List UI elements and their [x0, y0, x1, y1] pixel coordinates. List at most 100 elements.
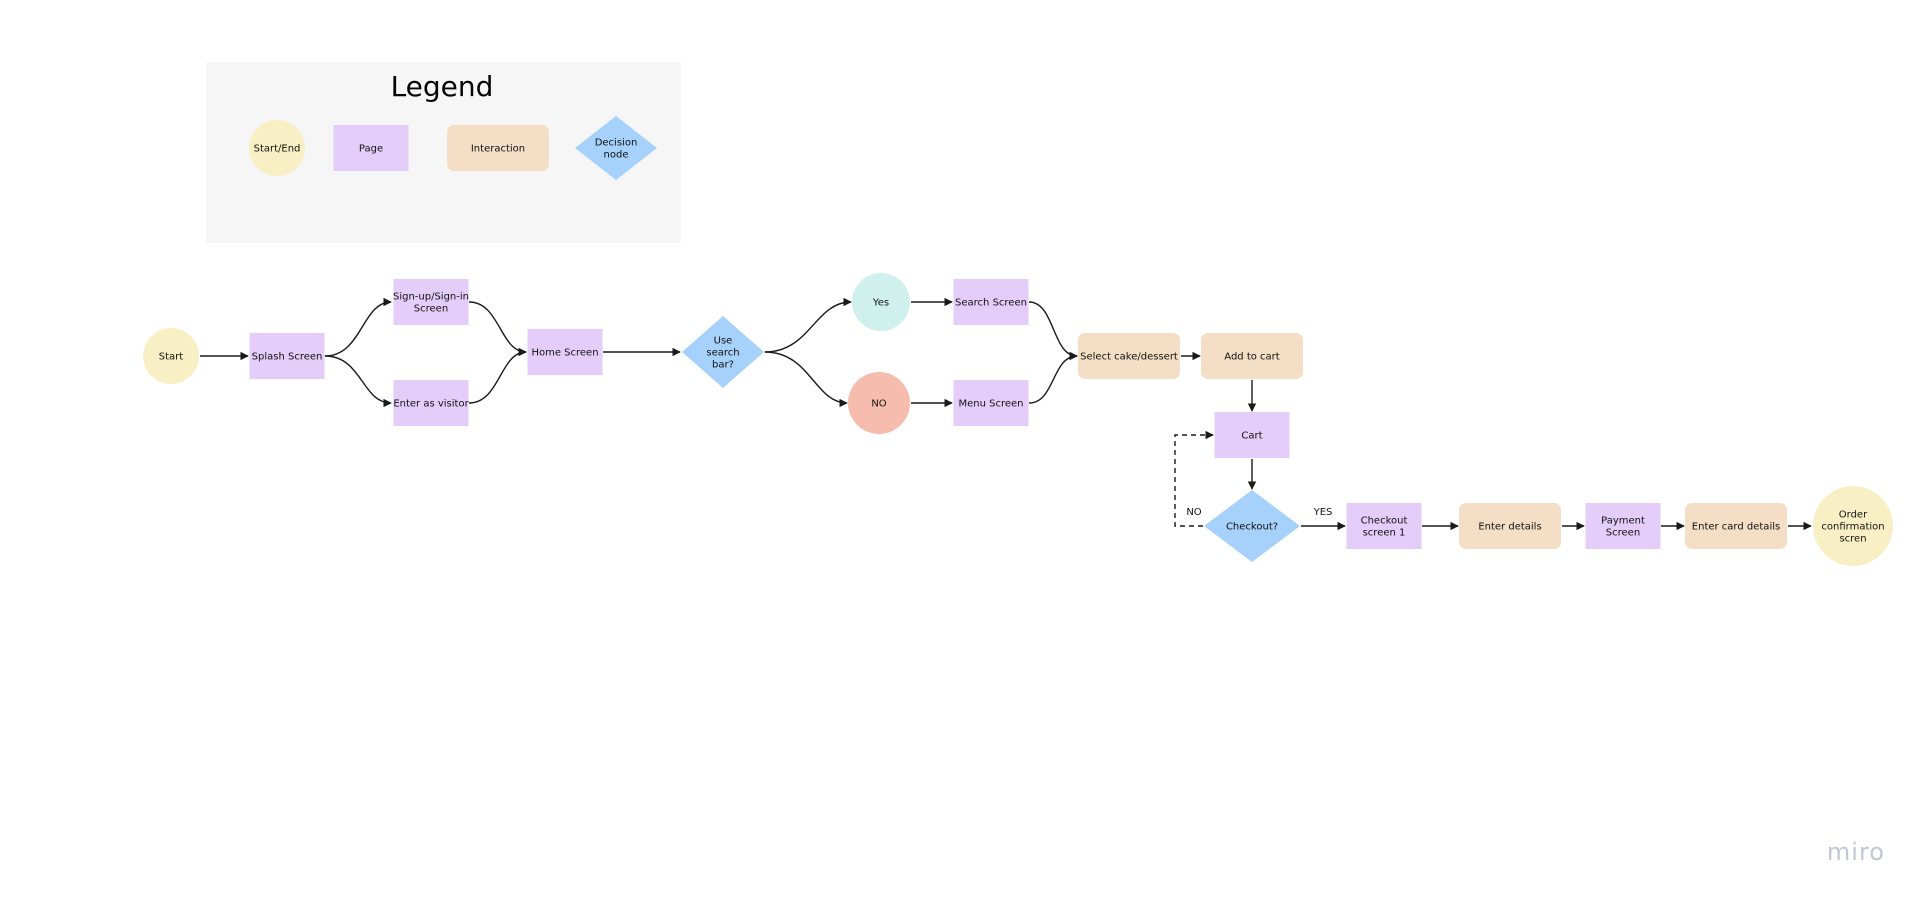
- visitor-label-line: Enter as visitor: [393, 399, 469, 410]
- legend-decision-label-line: node: [604, 150, 629, 161]
- edge-search-screen-select-cake: [1028, 301, 1078, 361]
- select-cake-label-line: Select cake/dessert: [1080, 352, 1178, 363]
- checkout-screen-1-label-line: Checkout: [1361, 516, 1408, 527]
- order-confirmation-label-line: scren: [1839, 534, 1866, 545]
- enter-details-shape[interactable]: [1459, 503, 1561, 549]
- add-to-cart-label-line: Add to cart: [1224, 352, 1279, 363]
- order-confirmation-label-line: confirmation: [1821, 522, 1884, 533]
- payment-screen-shape[interactable]: [1585, 503, 1661, 549]
- legend-start-end-label: Start/End: [254, 144, 301, 155]
- signup-label-line: Screen: [414, 304, 448, 315]
- payment-screen-label-line: Screen: [1606, 528, 1640, 539]
- use-search-label-line: Use: [714, 336, 733, 347]
- select-cake-shape[interactable]: [1078, 333, 1180, 379]
- signup-shape[interactable]: [393, 279, 469, 325]
- yes-label: Yes: [872, 298, 889, 309]
- splash-label: Splash Screen: [252, 352, 323, 363]
- home-label: Home Screen: [531, 348, 598, 359]
- cart-label-line: Cart: [1241, 431, 1262, 442]
- start-label-line: Start: [159, 352, 184, 363]
- legend-decision-label-line: Decision: [595, 138, 638, 149]
- checkout-label: Checkout?: [1226, 522, 1278, 533]
- node-cart[interactable]: Cart: [1214, 412, 1290, 458]
- legend-page-shape: [333, 125, 409, 171]
- legend-interaction-shape: [447, 125, 549, 171]
- node-search-screen[interactable]: Search Screen: [953, 279, 1029, 325]
- use-search-label-line: bar?: [712, 360, 734, 371]
- edge-label-checkout-cart-no: NO: [1186, 507, 1201, 518]
- legend-interaction-label: Interaction: [471, 144, 525, 155]
- add-to-cart-shape[interactable]: [1201, 333, 1303, 379]
- node-splash[interactable]: Splash Screen: [249, 333, 325, 379]
- edge-use-search-no: [764, 351, 848, 408]
- visitor-shape[interactable]: [393, 380, 469, 426]
- select-cake-label: Select cake/dessert: [1080, 352, 1178, 363]
- edge-labels: NO YES: [1186, 507, 1332, 518]
- visitor-label: Enter as visitor: [393, 399, 469, 410]
- legend-start-end-label-line: Start/End: [254, 144, 301, 155]
- menu-screen-shape[interactable]: [953, 380, 1029, 426]
- no-shape[interactable]: [848, 372, 910, 434]
- start-label: Start: [159, 352, 184, 363]
- node-start[interactable]: Start: [143, 328, 199, 384]
- legend-decision-shape: [575, 116, 657, 180]
- checkout-screen-1-shape[interactable]: [1346, 503, 1422, 549]
- search-screen-shape[interactable]: [953, 279, 1029, 325]
- home-shape[interactable]: [527, 329, 603, 375]
- splash-shape[interactable]: [249, 333, 325, 379]
- node-menu-screen[interactable]: Menu Screen: [953, 380, 1029, 426]
- node-yes[interactable]: Yes: [852, 273, 910, 331]
- start-shape[interactable]: [143, 328, 199, 384]
- legend-page-label-line: Page: [359, 144, 383, 155]
- node-enter-details[interactable]: Enter details: [1459, 503, 1561, 549]
- node-home[interactable]: Home Screen: [527, 329, 603, 375]
- legend-title: Legend: [391, 70, 494, 103]
- legend-page-label: Page: [359, 144, 383, 155]
- yes-label-line: Yes: [872, 298, 889, 309]
- enter-card-details-label: Enter card details: [1692, 522, 1780, 533]
- edge-label-checkout-checkout-screen-1: YES: [1313, 507, 1333, 518]
- legend-start-end-shape: [249, 120, 305, 176]
- enter-card-details-shape[interactable]: [1685, 503, 1787, 549]
- no-label: NO: [871, 399, 886, 410]
- no-label-line: NO: [871, 399, 886, 410]
- node-visitor[interactable]: Enter as visitor: [393, 380, 470, 426]
- node-select-cake[interactable]: Select cake/dessert: [1078, 333, 1180, 379]
- edges: [200, 297, 1812, 531]
- node-no[interactable]: NO: [848, 372, 910, 434]
- cart-shape[interactable]: [1214, 412, 1290, 458]
- edge-use-search-yes: [764, 297, 852, 353]
- edge-splash-signup: [324, 297, 392, 357]
- search-screen-label-line: Search Screen: [955, 298, 1027, 309]
- node-enter-card-details[interactable]: Enter card details: [1685, 503, 1787, 549]
- checkout-shape[interactable]: [1204, 490, 1300, 562]
- node-add-to-cart[interactable]: Add to cart: [1201, 333, 1303, 379]
- enter-details-label: Enter details: [1478, 522, 1541, 533]
- edge-visitor-home: [468, 347, 527, 404]
- enter-card-details-label-line: Enter card details: [1692, 522, 1780, 533]
- search-screen-label: Search Screen: [955, 298, 1027, 309]
- yes-shape[interactable]: [852, 273, 910, 331]
- order-confirmation-shape[interactable]: [1813, 486, 1893, 566]
- edge-menu-screen-select-cake: [1028, 351, 1078, 404]
- edge-signup-home: [468, 301, 527, 357]
- legend-start-end: Start/End: [249, 120, 305, 176]
- add-to-cart-label: Add to cart: [1224, 352, 1279, 363]
- splash-label-line: Splash Screen: [252, 352, 323, 363]
- node-checkout[interactable]: Checkout?: [1204, 490, 1300, 562]
- use-search-shape[interactable]: [682, 316, 764, 388]
- edge-splash-visitor: [324, 355, 392, 408]
